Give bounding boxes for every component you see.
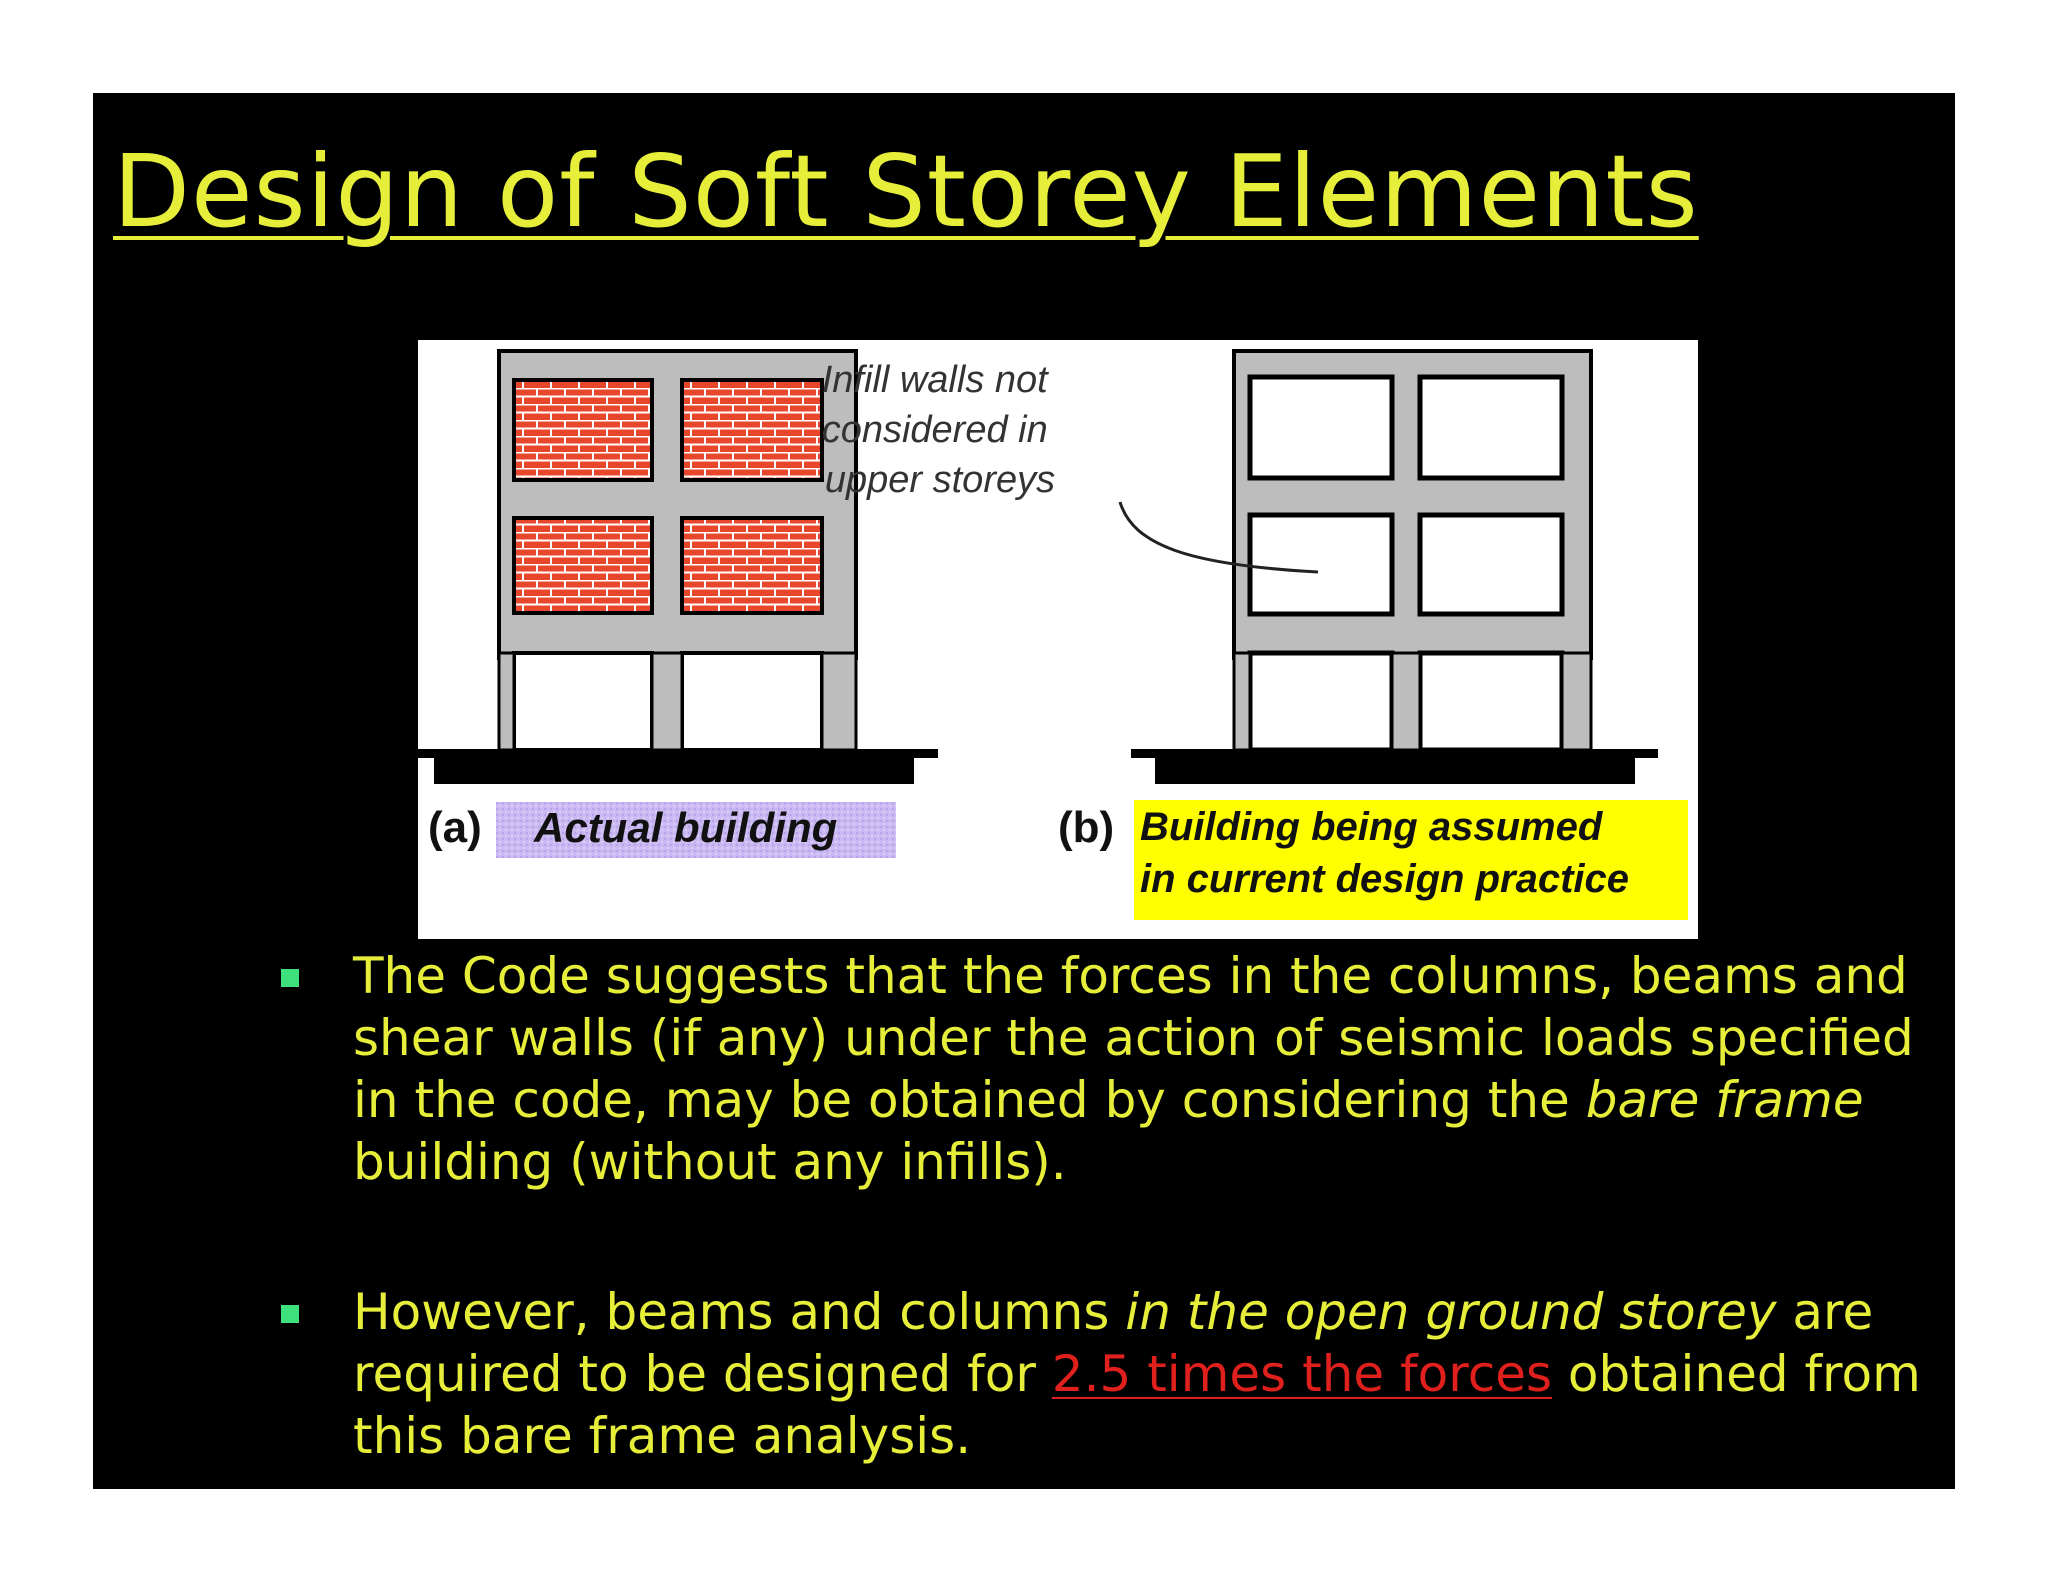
annotation-line-3: upper storeys bbox=[825, 459, 1055, 501]
column-mid-a bbox=[650, 651, 684, 752]
building-b bbox=[1131, 349, 1658, 784]
label-b-letter: (b) bbox=[1058, 803, 1114, 852]
footing-a bbox=[434, 758, 914, 784]
column-right-a bbox=[820, 651, 858, 752]
footing-b bbox=[1155, 758, 1635, 784]
label-b-line-2: in current design practice bbox=[1140, 857, 1629, 901]
bullet-2-italic-text: in the open ground storey bbox=[1125, 1283, 1777, 1341]
bullet-1-italic-text: bare frame bbox=[1585, 1071, 1864, 1129]
bullet-2-text-part-3: obtained from this bare frame analysis. bbox=[353, 1345, 1921, 1465]
brick-panel-a2 bbox=[680, 378, 824, 482]
open-panel-b3 bbox=[1247, 512, 1395, 617]
label-a-text: Actual building bbox=[533, 804, 837, 851]
bullet-item: However, beams and columns in the open g… bbox=[183, 1281, 1923, 1467]
bullet-list: The Code suggests that the forces in the… bbox=[183, 945, 1923, 1467]
label-a-letter: (a) bbox=[428, 803, 482, 852]
column-left-a bbox=[497, 651, 516, 752]
column-mid-b bbox=[1390, 651, 1422, 752]
slide-title: Design of Soft Storey Elements bbox=[113, 133, 1699, 250]
bullet-item: The Code suggests that the forces in the… bbox=[183, 945, 1923, 1193]
bullet-1-text-part-1: The Code suggests that the forces in the… bbox=[353, 947, 1914, 1129]
bullet-square-icon bbox=[281, 1305, 299, 1323]
bullet-2-highlight-text: 2.5 times the forces bbox=[1051, 1345, 1553, 1403]
building-a bbox=[418, 349, 938, 784]
annotation-line-1: Infill walls not bbox=[822, 359, 1049, 401]
open-panel-b2 bbox=[1417, 374, 1565, 481]
brick-panel-a1 bbox=[512, 378, 654, 482]
open-panel-b1 bbox=[1247, 374, 1395, 481]
bullet-square-icon bbox=[281, 969, 299, 987]
annotation-text: Infill walls not considered in upper sto… bbox=[822, 359, 1059, 501]
label-b-line-1: Building being assumed bbox=[1140, 805, 1604, 849]
open-panel-b5 bbox=[1247, 650, 1395, 753]
annotation-line-2: considered in bbox=[822, 409, 1048, 451]
bullet-2-text-part-2: are required to be designed for bbox=[353, 1283, 1874, 1403]
brick-panel-a3 bbox=[512, 516, 654, 615]
open-panel-a1 bbox=[512, 651, 654, 752]
column-left-b bbox=[1232, 651, 1252, 752]
open-panel-a2 bbox=[680, 651, 824, 752]
foundation-a bbox=[418, 749, 938, 758]
bullet-2-text-part-1: However, beams and columns bbox=[353, 1283, 1126, 1341]
brick-panel-a4 bbox=[680, 516, 824, 615]
label-a-background bbox=[496, 802, 896, 858]
slide: Design of Soft Storey Elements bbox=[93, 93, 1955, 1489]
annotation-leader-line bbox=[1118, 501, 1319, 574]
building-figure: Infill walls not considered in upper sto… bbox=[418, 340, 1698, 939]
foundation-b bbox=[1131, 749, 1658, 758]
label-b-background bbox=[1134, 800, 1688, 920]
open-panel-b4 bbox=[1417, 512, 1565, 617]
bullet-1-text-part-2: building (without any infills). bbox=[353, 1133, 1067, 1191]
column-right-b bbox=[1560, 651, 1593, 752]
open-panel-b6 bbox=[1417, 650, 1565, 753]
